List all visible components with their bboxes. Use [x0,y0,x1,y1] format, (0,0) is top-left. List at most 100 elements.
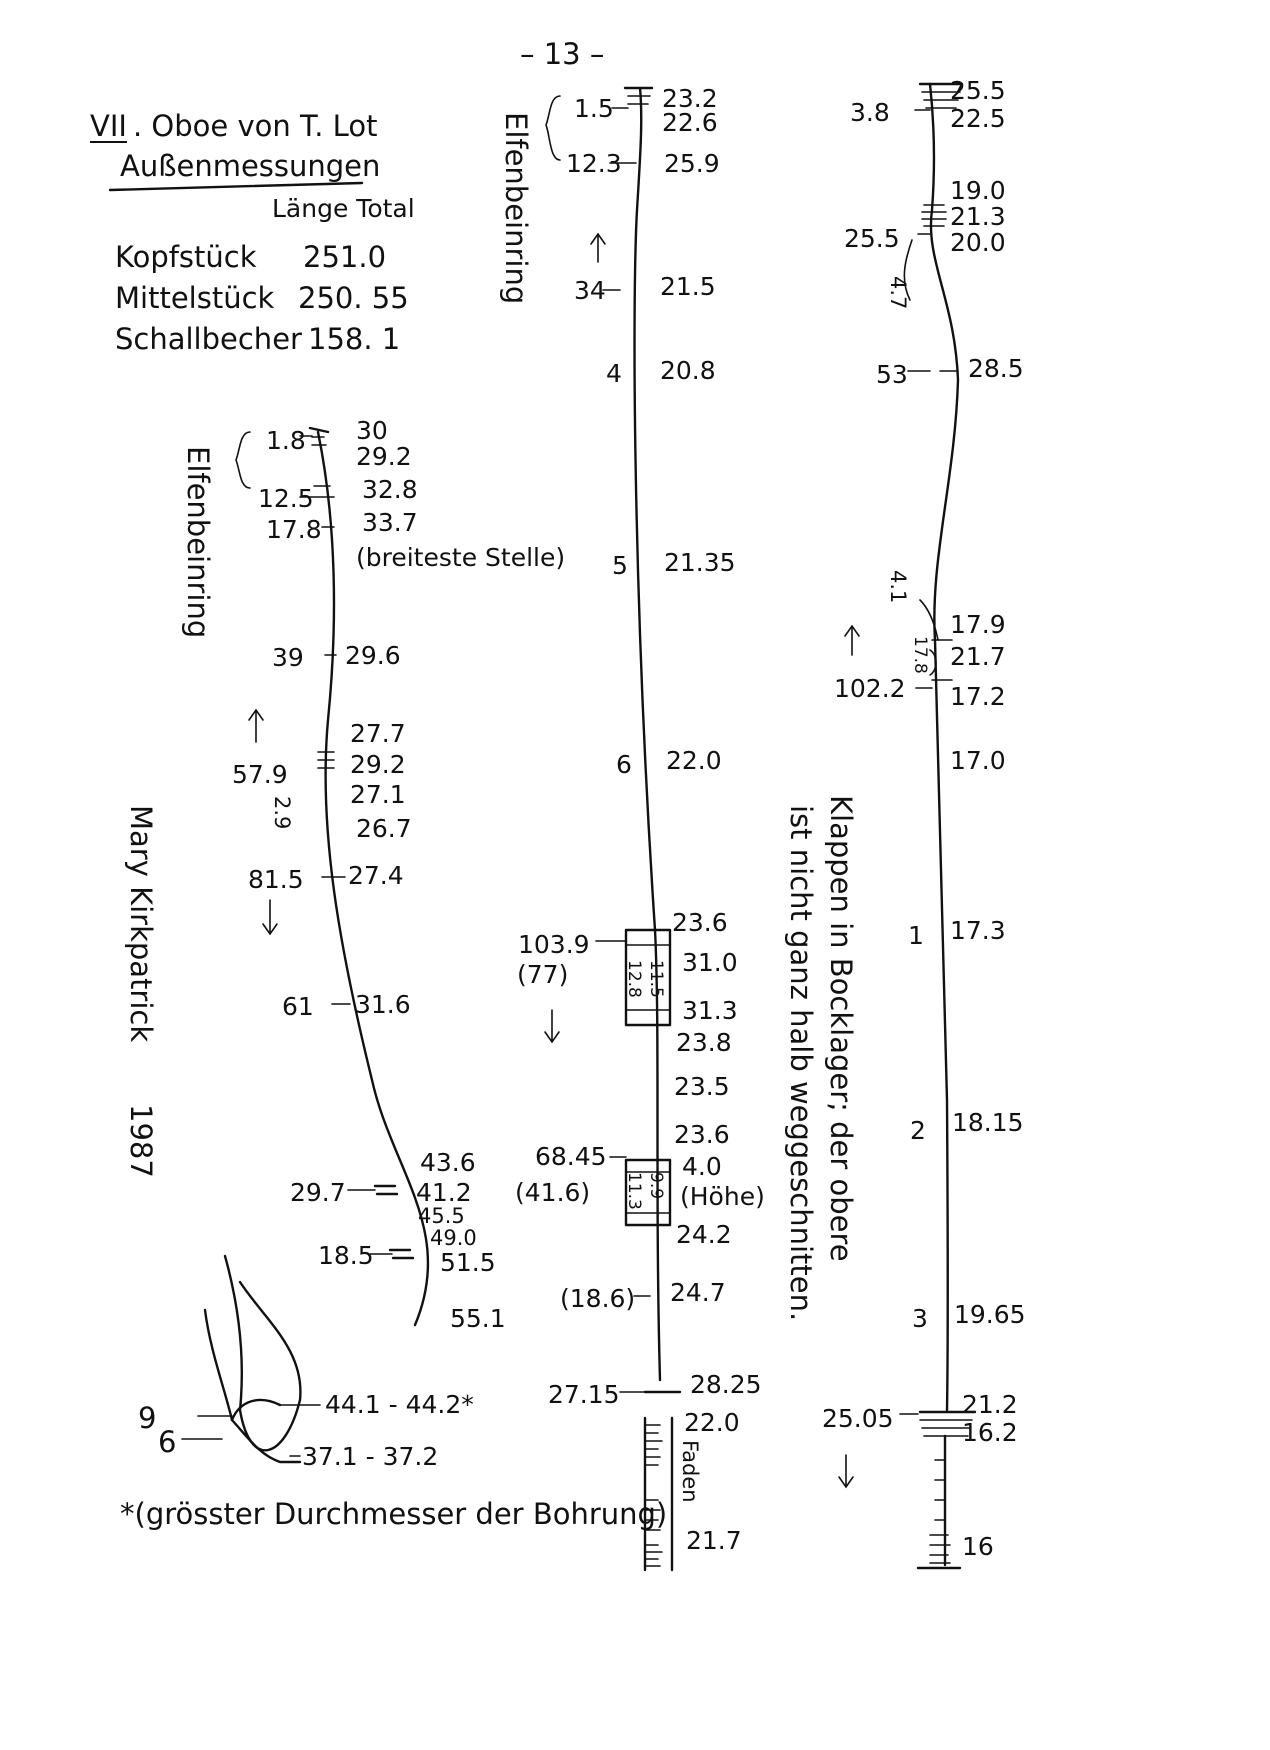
middle-label: 24.7 [670,1278,726,1307]
middle-label: (41.6) [515,1178,591,1207]
bell-hole-label: 4.1 [886,570,910,604]
middle-label: 21.5 [660,272,716,301]
bell-label: 28.5 [968,354,1024,383]
bell-label: 53 [876,360,908,389]
heading-roman: VII [90,109,127,143]
bell-label: 19.65 [954,1300,1026,1329]
bell-hole-label: 4.7 [886,276,910,310]
middle-label: 6 [616,750,632,779]
length-part: Kopfstück [115,240,257,274]
bell-label: 18.15 [952,1108,1024,1137]
middle-label: 21.35 [664,548,736,577]
heading-subtitle: Außenmessungen [120,149,381,183]
length-part: Mittelstück [115,281,275,315]
middle-label: (18.6) [560,1284,636,1313]
head-label: 49.0 [430,1226,477,1250]
bore-detail-sketch [181,1254,321,1464]
middle-label: 31.0 [682,948,738,977]
middle-ring-label: Elfenbeinring [499,112,533,305]
heading-title: . Oboe von T. Lot [133,109,378,143]
bell-label: 1 [908,921,924,950]
middle-label: 12.3 [566,149,622,178]
length-value: 251.0 [303,240,387,274]
bell-label: 102.2 [834,674,906,703]
bell-label: 2 [910,1116,926,1145]
bell-label: 25.5 [844,224,900,253]
detail-label: 6 [158,1425,177,1459]
head-joint-outline [235,426,430,1327]
head-label: 27.4 [348,861,404,890]
head-label: 31.6 [355,990,411,1019]
head-ring-label: Elfenbeinring [181,446,215,639]
head-label: 18.5 [318,1241,374,1270]
head-label: 32.8 [362,475,418,504]
page-number: – 13 – [520,37,605,71]
length-value: 158. 1 [308,322,401,356]
bell-label: 21.3 [950,202,1006,231]
middle-label: 23.6 [674,1120,730,1149]
head-label: 29.6 [345,641,401,670]
middle-label: 22.6 [662,108,718,137]
bell-joint-arrows [838,624,860,1489]
side-note-year: 1987 [124,1104,158,1178]
head-label: 45.5 [418,1204,465,1228]
length-part: Schallbecher [115,322,302,356]
head-hole-label: 2.9 [270,796,294,830]
subtitle-underline [108,181,364,192]
middle-label: 27.15 [548,1380,620,1409]
vertical-note-line2: ist nicht ganz halb weggeschnitten. [784,805,818,1322]
bell-label: 22.5 [950,104,1006,133]
head-label: 1.8 [266,426,306,455]
head-joint-arrows [248,708,278,936]
head-label: 30 [356,416,388,445]
middle-label: 1.5 [574,94,614,123]
middle-label: 23.2 [662,84,718,113]
length-label: Länge Total [272,194,415,223]
bell-label: 3.8 [850,98,890,127]
bell-label: 21.2 [962,1390,1018,1419]
middle-label: 20.8 [660,356,716,385]
footnote: *(grösster Durchmesser der Bohrung) [120,1497,668,1531]
middle-label: 31.3 [682,996,738,1025]
bell-label: 17.9 [950,610,1006,639]
head-label: 17.8 [266,515,322,544]
bell-label: 19.0 [950,176,1006,205]
middle-label: 25.9 [664,149,720,178]
bell-label: 17.3 [950,916,1006,945]
middle-label: 24.2 [676,1220,732,1249]
middle-key-label: 12.8 [624,960,644,998]
head-label: 26.7 [356,814,412,843]
head-label: 27.1 [350,780,406,809]
side-note-name: Mary Kirkpatrick [124,805,158,1043]
middle-label: 22.0 [684,1408,740,1437]
middle-label: 5 [612,551,628,580]
middle-label: 23.5 [674,1072,730,1101]
middle-label: 23.8 [676,1028,732,1057]
head-label: 61 [282,992,314,1021]
middle-label: 22.0 [666,746,722,775]
head-label: 55.1 [450,1304,506,1333]
middle-key-label: 11.3 [624,1172,644,1210]
vertical-note-line1: Klappen in Bocklager; der obere [824,795,858,1262]
head-label: 29.2 [350,750,406,779]
bell-label: 3 [912,1304,928,1333]
detail-label: 9 [138,1401,157,1435]
middle-key-label: 9.9 [646,1172,666,1200]
middle-key-label: 11.5 [646,960,666,998]
middle-label: 23.6 [672,908,728,937]
head-label: 29.7 [290,1178,346,1207]
bell-label: 17.0 [950,746,1006,775]
middle-joint-outline [545,86,682,1572]
bell-joint-outline [899,82,977,1570]
bell-label: 21.7 [950,642,1006,671]
bell-label: 25.5 [950,76,1006,105]
middle-label: 4.0 [682,1152,722,1181]
bell-key-label: 17.8 [910,636,930,674]
middle-label: 68.45 [535,1142,607,1171]
head-label: 29.2 [356,442,412,471]
head-label: 39 [272,643,304,672]
head-label: 41.2 [416,1178,472,1207]
middle-joint-arrows [544,232,606,1044]
middle-label: 4 [606,359,622,388]
